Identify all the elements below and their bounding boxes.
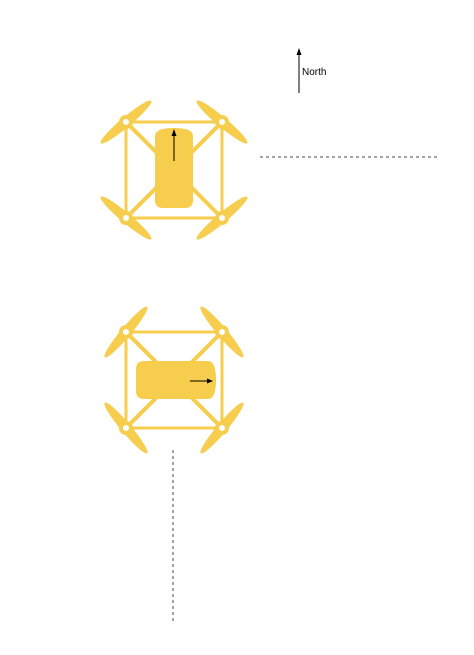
drone-icon <box>96 95 252 244</box>
drone-icon <box>99 302 248 458</box>
drone-east-facing <box>99 302 248 458</box>
heading-arrow-up-icon <box>171 129 177 161</box>
north-arrowhead-icon <box>296 48 302 55</box>
north-compass: North <box>296 48 326 93</box>
heading-arrow-right-icon <box>190 378 213 384</box>
drone-north-facing <box>96 95 252 244</box>
north-label: North <box>302 67 326 78</box>
